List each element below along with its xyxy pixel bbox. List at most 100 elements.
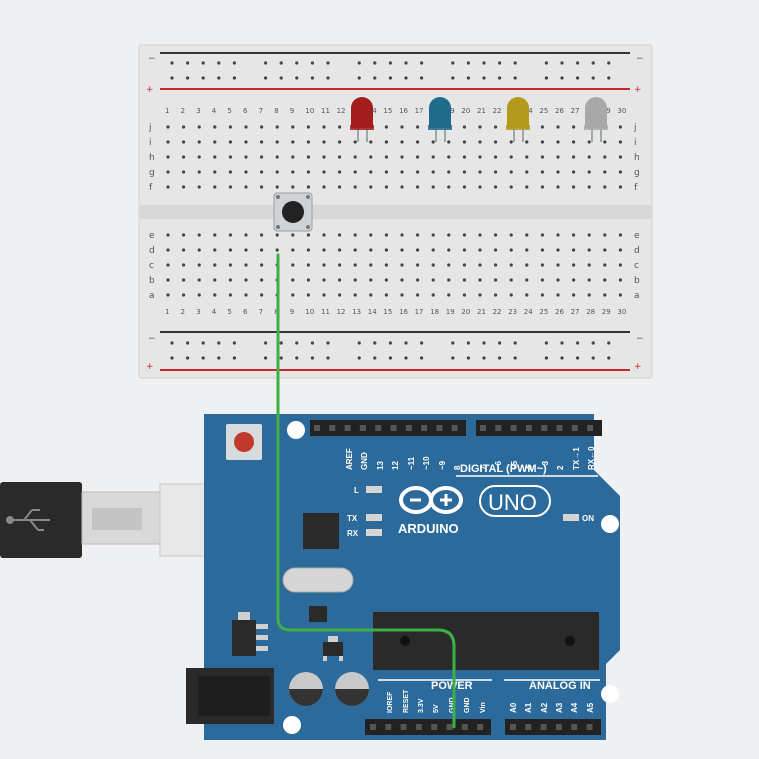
blue-led[interactable]: [428, 97, 452, 142]
breadboard-hole: [618, 125, 623, 129]
analog-pin-label: A4: [570, 702, 579, 713]
rail-hole: [404, 76, 408, 80]
power-header[interactable]: [365, 719, 491, 735]
breadboard-hole: [213, 233, 217, 237]
rail-hole: [279, 341, 283, 345]
breadboard-hole: [540, 233, 545, 237]
breadboard-hole: [322, 263, 326, 267]
breadboard-hole: [431, 248, 435, 252]
breadboard-hole: [260, 170, 264, 174]
breadboard-hole: [540, 278, 545, 282]
rail-hole: [451, 341, 455, 345]
breadboard-hole: [416, 155, 420, 159]
breadboard-hole: [338, 248, 342, 252]
power-pin-label: 5V: [433, 704, 440, 713]
rail-hole: [217, 356, 221, 360]
breadboard-hole: [540, 155, 545, 159]
rail-hole: [420, 61, 424, 65]
breadboard-hole: [244, 293, 248, 297]
yellow-led[interactable]: [506, 97, 530, 142]
breadboard-hole: [353, 170, 357, 174]
digital-pin-label: GND: [360, 452, 369, 470]
rail-hole: [466, 76, 470, 80]
analog-pin-label: A1: [524, 702, 533, 713]
digital-label: DIGITAL (PWM~): [460, 463, 547, 475]
rail-hole: [170, 76, 174, 80]
breadboard-hole: [400, 278, 404, 282]
breadboard-hole: [478, 233, 482, 237]
column-label: 10: [305, 107, 314, 115]
breadboard-hole: [556, 278, 560, 282]
column-label: 10: [305, 308, 314, 316]
breadboard-hole: [384, 140, 388, 144]
analog-label: ANALOG IN: [529, 680, 591, 692]
breadboard-hole: [603, 170, 607, 174]
rail-hole: [576, 61, 580, 65]
breadboard-hole: [400, 293, 404, 297]
breadboard-hole: [494, 185, 498, 189]
rail-hole: [201, 341, 205, 345]
led-group[interactable]: [350, 97, 608, 142]
breadboard-hole: [182, 170, 186, 174]
breadboard-hole: [275, 170, 279, 174]
breadboard-hole: [384, 125, 388, 129]
rail-plus-label: +: [146, 85, 154, 95]
breadboard-hole: [416, 140, 420, 144]
small-chip: [309, 606, 327, 622]
column-label: 24: [524, 308, 533, 316]
column-label: 28: [586, 308, 595, 316]
breadboard-hole: [447, 278, 451, 282]
power-label: POWER: [431, 680, 473, 692]
breadboard-hole: [556, 263, 560, 267]
column-label: 3: [196, 107, 200, 115]
breadboard-hole: [603, 278, 607, 282]
column-label: 16: [399, 107, 408, 115]
row-label: d: [149, 246, 155, 256]
rail-hole: [388, 76, 392, 80]
breadboard-hole: [416, 278, 420, 282]
breadboard-hole: [291, 278, 295, 282]
row-label: j: [633, 123, 637, 133]
push-button[interactable]: [273, 192, 313, 232]
power-pin-label: IOREF: [387, 691, 394, 713]
reset-button[interactable]: [226, 424, 262, 460]
digital-header-left[interactable]: [310, 420, 466, 436]
rail-hole: [279, 61, 283, 65]
breadboard-hole: [478, 125, 482, 129]
usb-icon: [6, 509, 50, 531]
breadboard-hole: [384, 263, 388, 267]
white-led[interactable]: [584, 97, 608, 142]
digital-header-right[interactable]: [476, 420, 602, 436]
breadboard-hole: [572, 125, 576, 129]
digital-pin-label: RX←0: [587, 446, 596, 470]
rail-hole: [482, 341, 486, 345]
push-button-cap[interactable]: [282, 201, 304, 223]
breadboard-hole: [462, 185, 466, 189]
tx-led-label: TX: [347, 514, 358, 523]
breadboard-hole: [400, 155, 404, 159]
analog-header[interactable]: [505, 719, 601, 735]
rail-hole: [513, 356, 517, 360]
column-label: 17: [415, 107, 424, 115]
breadboard-hole: [478, 140, 482, 144]
breadboard-hole: [509, 293, 513, 297]
column-label: 3: [196, 308, 200, 316]
breadboard[interactable]: − + − + − + − + 112233445566778899101011…: [138, 44, 653, 379]
breadboard-hole: [509, 278, 513, 282]
rail-hole: [170, 341, 174, 345]
breadboard-hole: [509, 140, 513, 144]
green-wire[interactable]: [276, 253, 456, 729]
rail-minus-label-bottom: −: [148, 334, 156, 344]
breadboard-hole: [556, 125, 560, 129]
breadboard-holes[interactable]: [166, 61, 623, 360]
breadboard-hole: [275, 125, 279, 129]
rail-hole: [295, 356, 299, 360]
breadboard-hole: [416, 185, 420, 189]
column-label: 9: [290, 107, 294, 115]
rx-led: [366, 529, 382, 536]
red-led[interactable]: [350, 97, 374, 142]
rail-hole: [560, 61, 564, 65]
digital-pin-label: ~10: [422, 456, 431, 470]
